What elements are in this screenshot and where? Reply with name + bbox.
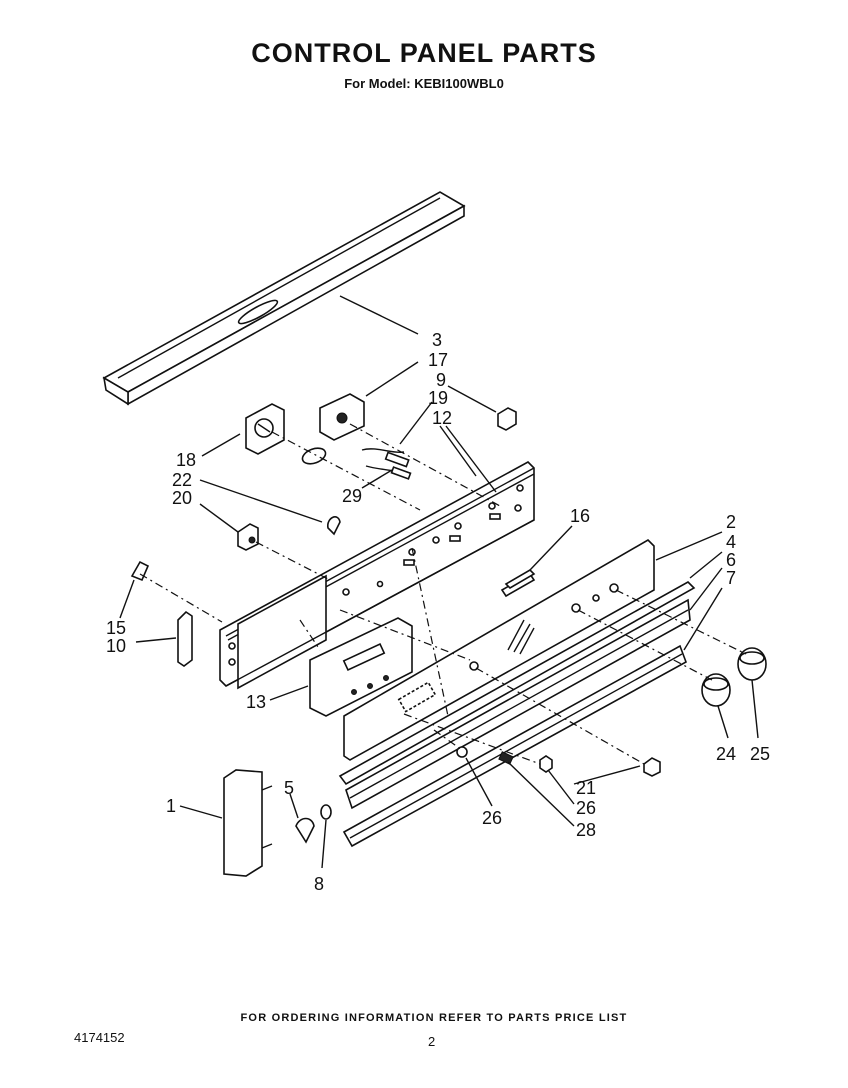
part-25-knob [737,647,767,681]
part-wire-harness [301,447,412,480]
part-24-knob [701,673,731,707]
callout-20: 20 [172,488,192,508]
callout-15: 15 [106,618,126,638]
callout-26-right: 26 [576,798,596,818]
callout-8: 8 [314,874,324,894]
callout-26-left: 26 [482,808,502,828]
callout-12: 12 [432,408,452,428]
callout-13: 13 [246,692,266,712]
part-1-side-bracket [223,769,273,877]
callout-3: 3 [432,330,442,350]
callout-18: 18 [176,450,196,470]
model-line: For Model: KEBI100WBL0 [344,76,504,91]
callout-9: 9 [436,370,446,390]
page-title: CONTROL PANEL PARTS [251,38,597,68]
callout-28: 28 [576,820,596,840]
part-17-block [319,393,365,441]
callout-17: 17 [428,350,448,370]
callout-10: 10 [106,636,126,656]
callout-1: 1 [166,796,176,816]
part-16-bracket [500,568,536,598]
callout-22: 22 [172,470,192,490]
part-21-nut [643,757,661,777]
part-9-clip [497,407,517,431]
part-18-switch [245,403,285,455]
callout-16: 16 [570,506,590,526]
callout-29: 29 [342,486,362,506]
part-rear-panel [219,461,535,690]
part-trim-strips [338,581,696,848]
callout-24: 24 [716,744,736,764]
part-2-front-panel [343,538,655,761]
page-number: 2 [428,1034,436,1049]
callout-19: 19 [428,388,448,408]
part-8-washer [320,804,332,820]
ordering-note: FOR ORDERING INFORMATION REFER TO PARTS … [240,1012,628,1024]
callout-25: 25 [750,744,770,764]
part-5-clip [295,817,315,844]
part-26-28-buttons [456,746,553,773]
callout-labels: 3 17 9 19 12 18 22 20 29 16 2 4 6 7 15 1… [106,330,770,894]
callout-2: 2 [726,512,736,532]
part-13-display [309,617,413,717]
leader-lines [119,295,759,869]
part-20-connector [237,523,259,551]
callout-6: 6 [726,550,736,570]
part-top-trim [102,191,466,406]
part-15-clip [130,560,150,582]
callout-21: 21 [576,778,596,798]
callout-5: 5 [284,778,294,798]
callout-4: 4 [726,532,736,552]
part-22-clip [327,516,341,536]
document-number: 4174152 [74,1030,125,1045]
callout-7: 7 [726,568,736,588]
assembly-lines [139,423,747,765]
part-10-bracket [177,610,193,667]
